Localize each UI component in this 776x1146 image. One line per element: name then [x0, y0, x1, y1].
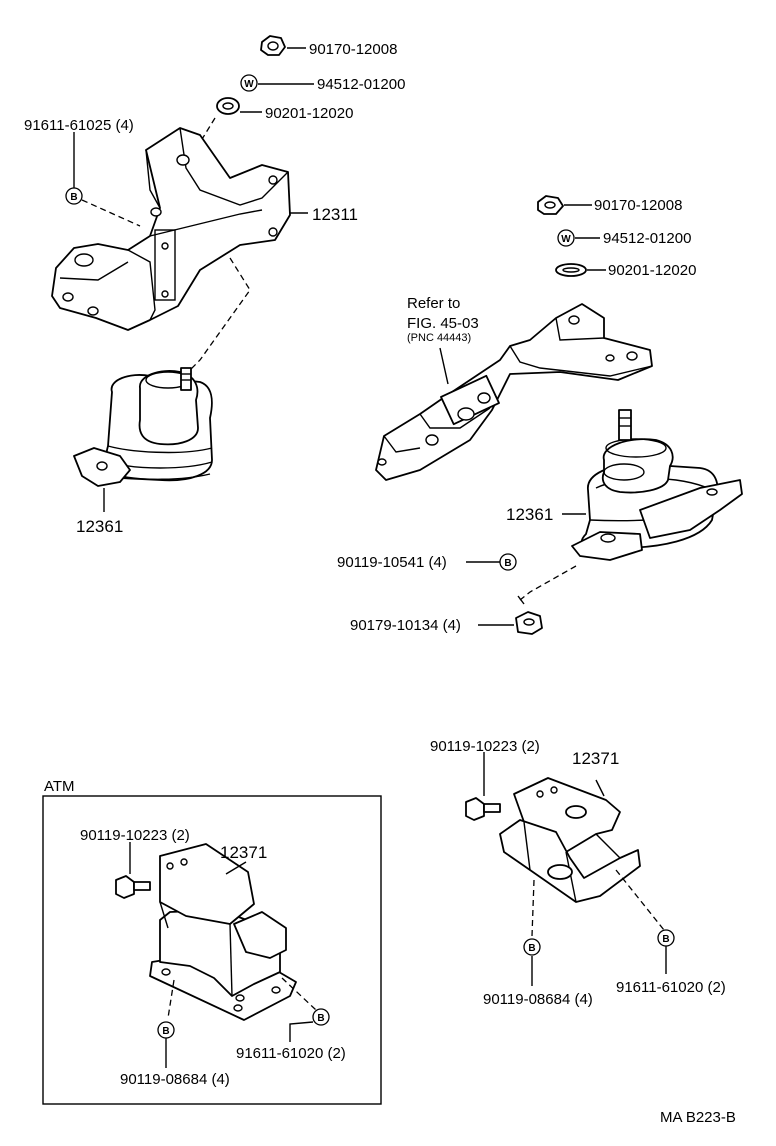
svg-text:B: B	[662, 934, 669, 945]
label-mount-right: 12361	[506, 505, 553, 524]
washer-icon: W	[240, 74, 258, 92]
label-rear-bolt-bottom-right: 91611-61020 (2)	[616, 979, 726, 996]
spacer-icon	[216, 97, 240, 115]
label-top-nut: 90170-12008	[309, 41, 397, 58]
member-arm-drawing	[375, 303, 653, 481]
svg-text:B: B	[504, 558, 511, 569]
label-atm-part: 12371	[220, 843, 267, 862]
label-right-bolt: 90119-10541 (4)	[337, 554, 447, 571]
label-refer-line1: Refer to	[407, 295, 460, 312]
svg-text:W: W	[561, 234, 571, 245]
nut-icon	[537, 195, 564, 215]
spacer-icon	[555, 263, 587, 277]
svg-text:W: W	[244, 79, 254, 90]
label-right-nut: 90170-12008	[594, 197, 682, 214]
top-left-assembly: W B	[51, 35, 314, 512]
label-atm-bolt-top: 90119-10223 (2)	[80, 827, 190, 844]
nut-icon	[260, 35, 286, 56]
rear-mount-12371-drawing	[499, 777, 641, 903]
bolt-callout-icon: B	[65, 187, 83, 205]
label-atm-bolt-bottom-right: 91611-61020 (2)	[236, 1045, 346, 1062]
svg-text:B: B	[317, 1013, 324, 1024]
svg-text:B: B	[162, 1026, 169, 1037]
bracket-12311-drawing	[51, 127, 291, 331]
label-right-nut2: 90179-10134 (4)	[350, 617, 461, 634]
bolt-callout-icon: B	[657, 929, 675, 947]
atm-assembly: B B	[115, 842, 330, 1068]
label-bracket-12311: 12311	[312, 205, 358, 224]
svg-text:B: B	[70, 192, 77, 203]
label-atm-title: ATM	[44, 778, 75, 795]
label-refer-line3: (PNC 44443)	[407, 332, 471, 344]
bolt-callout-icon: B	[523, 938, 541, 956]
label-right-spacer: 90201-12020	[608, 262, 696, 279]
label-atm-bolt-bottom-left: 90119-08684 (4)	[120, 1071, 230, 1088]
bolt-callout-icon: B	[157, 1021, 175, 1039]
label-figure-code: MA B223-B	[660, 1109, 736, 1126]
engine-mount-left-drawing	[73, 367, 213, 487]
engine-mount-right-drawing	[571, 409, 743, 561]
bolt-callout-icon: B	[499, 553, 517, 571]
rear-assembly: B B	[465, 752, 675, 986]
top-right-assembly: W	[375, 195, 743, 635]
svg-text:B: B	[528, 943, 535, 954]
flange-nut-icon	[515, 611, 543, 635]
label-rear-bolt-bottom-left: 90119-08684 (4)	[483, 991, 593, 1008]
washer-icon: W	[557, 229, 575, 247]
bolt-icon	[115, 875, 151, 899]
bolt-callout-icon: B	[312, 1008, 330, 1026]
label-rear-part: 12371	[572, 749, 619, 768]
label-top-spacer: 90201-12020	[265, 105, 353, 122]
bolt-icon	[465, 797, 501, 821]
label-mount-left: 12361	[76, 517, 123, 536]
label-right-washer: 94512-01200	[603, 230, 691, 247]
label-top-washer: 94512-01200	[317, 76, 405, 93]
atm-frame	[42, 795, 382, 1105]
label-rear-bolt-top: 90119-10223 (2)	[430, 738, 540, 755]
atm-mount-12371-drawing	[149, 843, 297, 1021]
label-refer-line2: FIG. 45-03	[407, 315, 479, 332]
label-left-bolt: 91611-61025 (4)	[24, 117, 134, 134]
